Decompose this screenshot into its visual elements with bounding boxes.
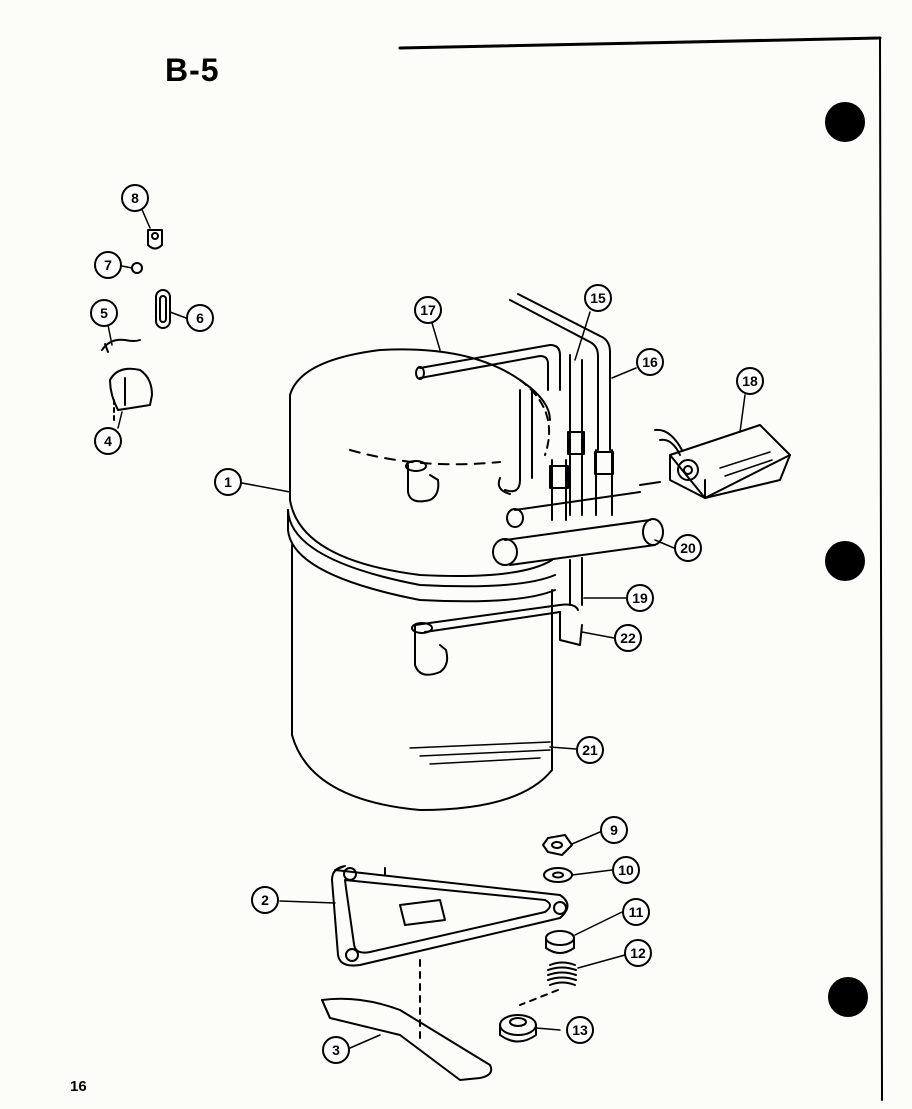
callout-13: 13 xyxy=(566,1016,594,1044)
compressor-body xyxy=(287,348,579,811)
callout-5: 5 xyxy=(90,299,118,327)
binder-hole-middle xyxy=(825,541,865,581)
callout-1-label: 1 xyxy=(224,474,232,490)
callout-7-label: 7 xyxy=(104,257,112,273)
mounting-bracket xyxy=(321,997,493,1081)
callout-18-label: 18 xyxy=(742,373,758,389)
callout-2-label: 2 xyxy=(261,892,269,908)
callout-8-label: 8 xyxy=(131,190,139,206)
callout-11: 11 xyxy=(622,898,650,926)
callout-19-label: 19 xyxy=(632,590,648,606)
callout-9-label: 9 xyxy=(610,822,618,838)
callout-15-label: 15 xyxy=(590,290,606,306)
callout-22-label: 22 xyxy=(620,630,636,646)
callout-2: 2 xyxy=(251,886,279,914)
callout-17: 17 xyxy=(414,296,442,324)
callout-21-label: 21 xyxy=(582,742,598,758)
callout-1: 1 xyxy=(214,468,242,496)
callout-13-label: 13 xyxy=(572,1022,588,1038)
leader-lines xyxy=(107,204,746,1049)
callout-15: 15 xyxy=(584,284,612,312)
callout-18: 18 xyxy=(736,367,764,395)
callout-4-label: 4 xyxy=(104,433,112,449)
callout-22: 22 xyxy=(614,624,642,652)
relay-box xyxy=(654,424,791,499)
mounting-hardware-stack xyxy=(499,834,577,1043)
callout-12-label: 12 xyxy=(630,945,646,961)
binder-hole-top xyxy=(825,102,865,142)
callout-10: 10 xyxy=(612,856,640,884)
callout-19: 19 xyxy=(626,584,654,612)
page-border-streak xyxy=(398,36,882,50)
callout-9: 9 xyxy=(600,816,628,844)
callout-7: 7 xyxy=(94,251,122,279)
callout-16-label: 16 xyxy=(642,354,658,370)
binder-hole-bottom xyxy=(828,977,868,1017)
capillary-and-bracket xyxy=(559,557,583,646)
callout-12: 12 xyxy=(624,939,652,967)
callout-6: 6 xyxy=(186,304,214,332)
callout-10-label: 10 xyxy=(618,862,634,878)
callout-5-label: 5 xyxy=(100,305,108,321)
callout-17-label: 17 xyxy=(420,302,436,318)
callout-3: 3 xyxy=(322,1036,350,1064)
callout-8: 8 xyxy=(121,184,149,212)
discharge-and-suction-tubes xyxy=(415,293,614,521)
callout-20-label: 20 xyxy=(680,540,696,556)
callout-4: 4 xyxy=(94,427,122,455)
callout-bubbles: 1 2 3 4 5 6 7 8 9 10 11 12 13 15 16 17 1… xyxy=(90,184,764,1064)
callout-6-label: 6 xyxy=(196,310,204,326)
callout-21: 21 xyxy=(576,736,604,764)
page-number: 16 xyxy=(70,1078,87,1095)
callout-11-label: 11 xyxy=(629,904,644,920)
diagram-title: B-5 xyxy=(165,52,220,88)
callout-20: 20 xyxy=(674,534,702,562)
callout-3-label: 3 xyxy=(332,1042,340,1058)
manifold-tube xyxy=(492,481,664,566)
page-border-right xyxy=(879,37,883,1101)
callout-16: 16 xyxy=(636,348,664,376)
mounting-base-plate xyxy=(331,865,569,1041)
